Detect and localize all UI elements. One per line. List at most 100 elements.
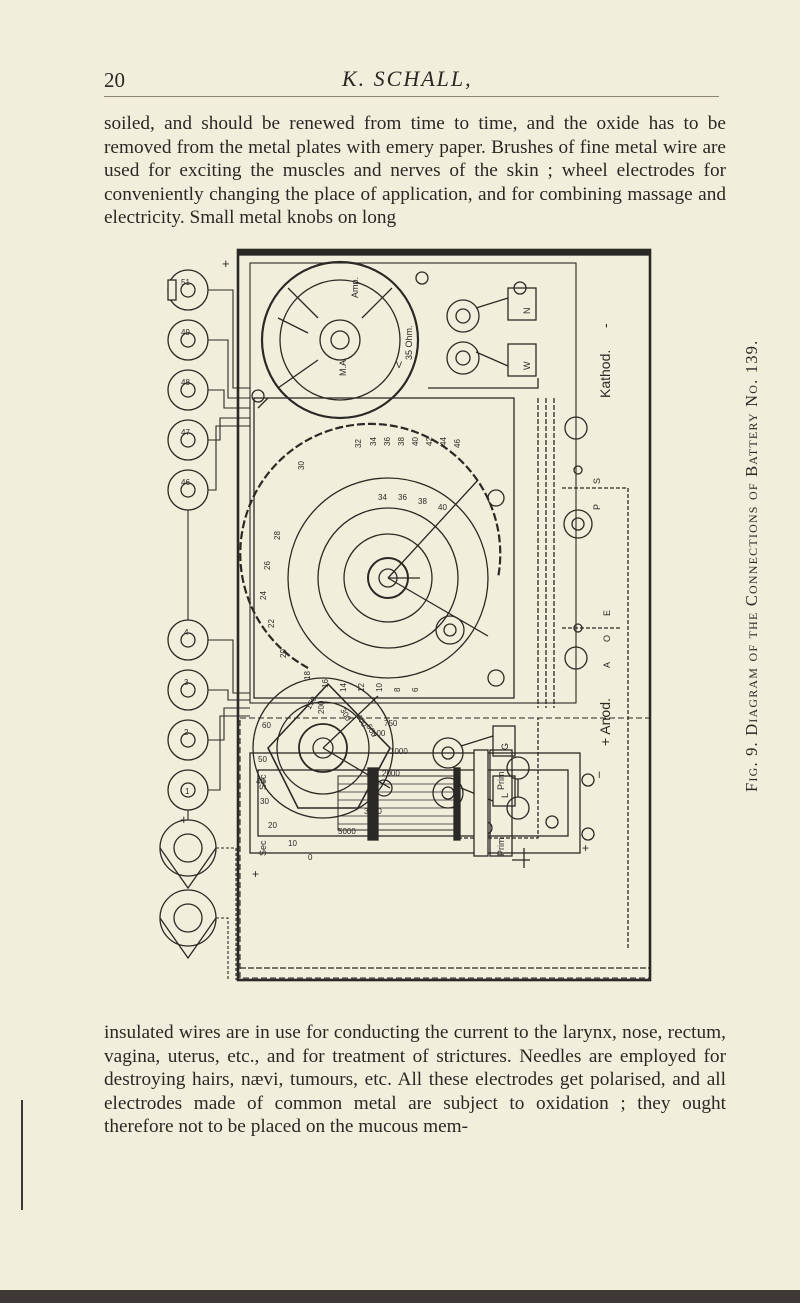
coil-prim-label: Prim	[496, 772, 506, 791]
kathode-sign: -	[597, 323, 613, 328]
battery-cell	[167, 669, 209, 711]
switch-p-label: P	[592, 504, 602, 510]
switch-n-label: N	[522, 308, 532, 315]
inner-arc-number: 36	[398, 493, 407, 502]
battery-cell-large	[159, 889, 217, 960]
battery-cell	[167, 619, 209, 661]
rheostat-number: 10	[375, 683, 384, 692]
resistance-number: 20	[268, 821, 277, 830]
rheostat-number: 44	[439, 437, 448, 446]
battery-cell	[167, 469, 209, 511]
inner-arc-number: 34	[378, 493, 387, 502]
cell-number: 1	[185, 787, 190, 796]
switch-g-label: G	[500, 743, 510, 750]
battery-cell	[167, 269, 209, 311]
switch-s-label: S	[592, 478, 602, 484]
rheostat-number: 16	[321, 679, 330, 688]
cell-number: 4	[184, 628, 189, 637]
coil-plus-sign: +	[252, 867, 259, 881]
figure-caption: Fig. 9. Diagram of the Connections of Ba…	[742, 339, 761, 792]
rheostat-number: 14	[339, 683, 348, 692]
rheostat-number: 20	[279, 649, 288, 658]
top-bar	[237, 249, 651, 256]
resistance-number: 100	[372, 729, 386, 738]
battery-cell	[167, 369, 209, 411]
rheostat-number: 6	[411, 687, 420, 692]
anode-label: + Anod.	[597, 698, 613, 746]
resistance-number: 1000	[390, 747, 408, 756]
battery-cell	[167, 719, 209, 761]
plus-sign: +	[222, 256, 230, 271]
plus-sign: +	[180, 812, 188, 827]
switch-l-label: L	[500, 793, 510, 798]
inner-frame	[249, 262, 577, 704]
rheostat-number: 26	[263, 561, 272, 570]
resistance-number: 40	[256, 777, 265, 786]
figure: 51 49 48 47 46 4 3 2 1 + + M.A. Amp. 35 …	[158, 248, 658, 1010]
rheostat-number: 12	[357, 683, 366, 692]
battery-cell	[167, 419, 209, 461]
meter-amp-label: Amp.	[350, 277, 360, 298]
inner-arc-number: 38	[418, 497, 427, 506]
battery-cell-large	[159, 819, 217, 890]
meter-v-label: V	[396, 360, 402, 370]
terminal-column	[435, 398, 629, 948]
resistance-number: 5000	[338, 827, 356, 836]
cell-number: 46	[181, 478, 190, 487]
coil-i-label: I	[598, 770, 601, 780]
rheostat-number: 34	[369, 437, 378, 446]
cell-number: 3	[184, 678, 189, 687]
switch-o-label: O	[602, 635, 612, 642]
bottom-paragraph: insulated wires are in use for conductin…	[104, 1022, 726, 1138]
bottom-page-band	[0, 1290, 800, 1303]
meter-ma-label: M.A.	[338, 357, 348, 376]
resistance-number: 10	[288, 839, 297, 848]
resistance-number: 0	[308, 853, 313, 862]
outer-frame	[236, 248, 652, 982]
left-edge-mark	[21, 1100, 23, 1210]
cell-number: 2	[184, 728, 189, 737]
resistance-number: 200	[317, 700, 326, 714]
resistance-number: 750	[384, 719, 398, 728]
induction-coil	[239, 717, 651, 979]
rheostat-number: 8	[393, 687, 402, 692]
page-number: 20	[104, 68, 125, 92]
galvanometer	[251, 260, 429, 420]
switch-a-label: A	[602, 662, 612, 668]
cell-column-top	[159, 269, 217, 960]
kathode-label: Kathod.	[597, 350, 613, 398]
coil-sec-label: Sec	[258, 774, 268, 790]
switch-nw	[428, 281, 539, 389]
resistance-number: 30	[260, 797, 269, 806]
rheostat-number: 24	[259, 591, 268, 600]
rheostat-number: 38	[397, 437, 406, 446]
cell-selector-rheostat	[239, 397, 515, 699]
battery-cell	[167, 319, 209, 361]
header-rule	[104, 96, 719, 97]
resistance-number: 2000	[382, 769, 400, 778]
running-head: K. SCHALL,	[342, 66, 473, 91]
switch-e-label: E	[602, 610, 612, 616]
cell-wiring	[187, 289, 250, 980]
resistance-number: 300	[338, 707, 353, 724]
cell-number: 48	[181, 378, 190, 387]
rheostat-number: 40	[411, 437, 420, 446]
rheostat-number: 32	[354, 439, 363, 448]
rheostat-number: 46	[453, 439, 462, 448]
top-paragraph: soiled, and should be renewed from time …	[104, 113, 726, 229]
switch-w-label: W	[522, 361, 532, 370]
rheostat-number: 28	[273, 531, 282, 540]
resistance-number: 50	[258, 755, 267, 764]
rheostat-number: 36	[383, 437, 392, 446]
resistance-number: 60	[262, 721, 271, 730]
meter-ohm-label: 35 Ohm.	[404, 325, 414, 360]
cell-number: 49	[181, 328, 190, 337]
coil-sec-label: Sec	[258, 840, 268, 856]
rheostat-number: 42	[425, 437, 434, 446]
rheostat-number: 30	[297, 461, 306, 470]
rheostat-number: 22	[267, 619, 276, 628]
rheostat-number: 18	[303, 671, 312, 680]
cell-number: 51	[181, 278, 190, 287]
coil-plus-sign: +	[582, 841, 589, 855]
cell-number: 47	[181, 428, 190, 437]
